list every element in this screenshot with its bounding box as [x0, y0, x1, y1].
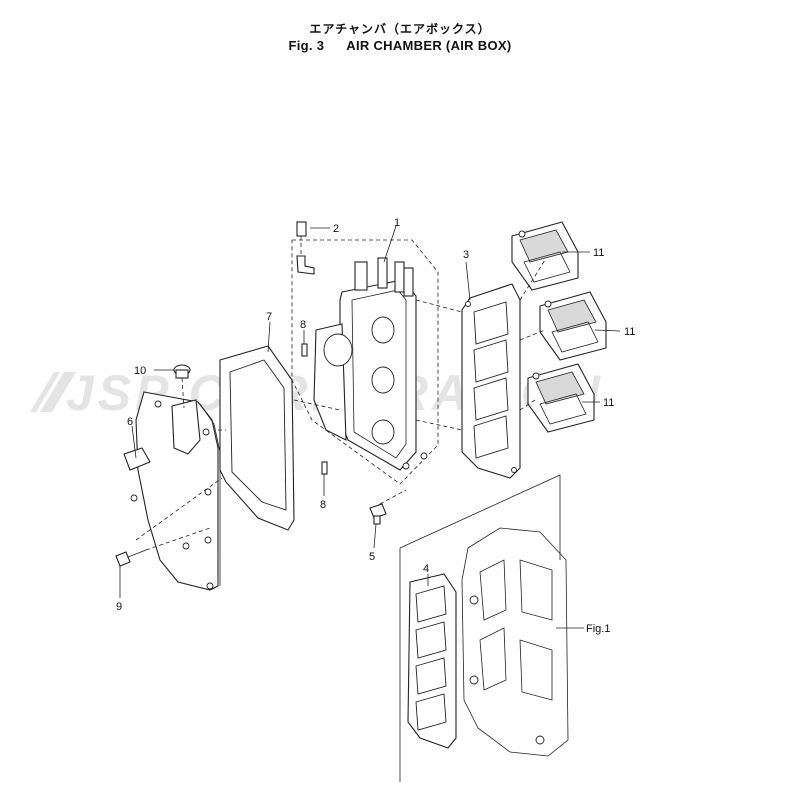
- figure-header: エアチャンバ（エアボックス） Fig. 3 AIR CHAMBER (AIR BO…: [0, 22, 800, 54]
- part-10-cap: [173, 364, 191, 409]
- callout-leaders: [119, 225, 621, 629]
- figure-number: Fig. 3: [288, 38, 325, 53]
- part-11-reed-valve-upper: [511, 221, 579, 291]
- fig1-crankcase-reference: [461, 527, 569, 757]
- callout-8-lower: 8: [320, 499, 326, 511]
- callout-labels: 1 2 3 11 11 11 7 8 8 10 6 9 5 4 Fig.1: [116, 217, 635, 635]
- part-3-gasket: [461, 283, 521, 479]
- callout-10: 10: [134, 365, 146, 377]
- callout-9: 9: [116, 601, 122, 613]
- alignment-lines: [135, 259, 546, 541]
- assembly-boundary: [291, 239, 439, 485]
- part-11-reed-valve-middle: [539, 291, 607, 361]
- callout-4: 4: [423, 563, 429, 575]
- callout-7: 7: [266, 311, 272, 323]
- callout-6: 6: [127, 416, 133, 428]
- callout-11-lower: 11: [603, 397, 614, 409]
- part-8-dowel-pin-upper: [301, 343, 308, 357]
- part-9-bolt: [115, 527, 211, 567]
- part-7-cover-gasket: [219, 345, 295, 531]
- callout-5: 5: [369, 551, 375, 563]
- callout-2: 2: [333, 223, 339, 235]
- watermark-logo-mark: [30, 372, 76, 412]
- part-6-air-box-cover: [123, 391, 221, 591]
- part-11-reed-valve-lower: [527, 363, 595, 433]
- callout-11-upper: 11: [593, 247, 604, 259]
- callout-11-middle: 11: [624, 326, 635, 338]
- part-5-bolt: [369, 489, 407, 525]
- title-english: Fig. 3 AIR CHAMBER (AIR BOX): [0, 37, 800, 54]
- callout-8-upper: 8: [300, 319, 306, 331]
- part-2-elbow-fitting: [296, 221, 315, 275]
- fig1-group-boundary: [399, 474, 561, 560]
- title-japanese: エアチャンバ（エアボックス）: [309, 22, 491, 36]
- callout-1: 1: [394, 217, 400, 229]
- callout-fig1: Fig.1: [586, 623, 610, 635]
- figure-title: AIR CHAMBER (AIR BOX): [346, 38, 512, 53]
- part-4-gasket: [407, 573, 457, 749]
- part-1-air-chamber: [313, 257, 428, 471]
- callout-3: 3: [463, 249, 469, 261]
- part-8-dowel-pin-lower: [321, 461, 328, 475]
